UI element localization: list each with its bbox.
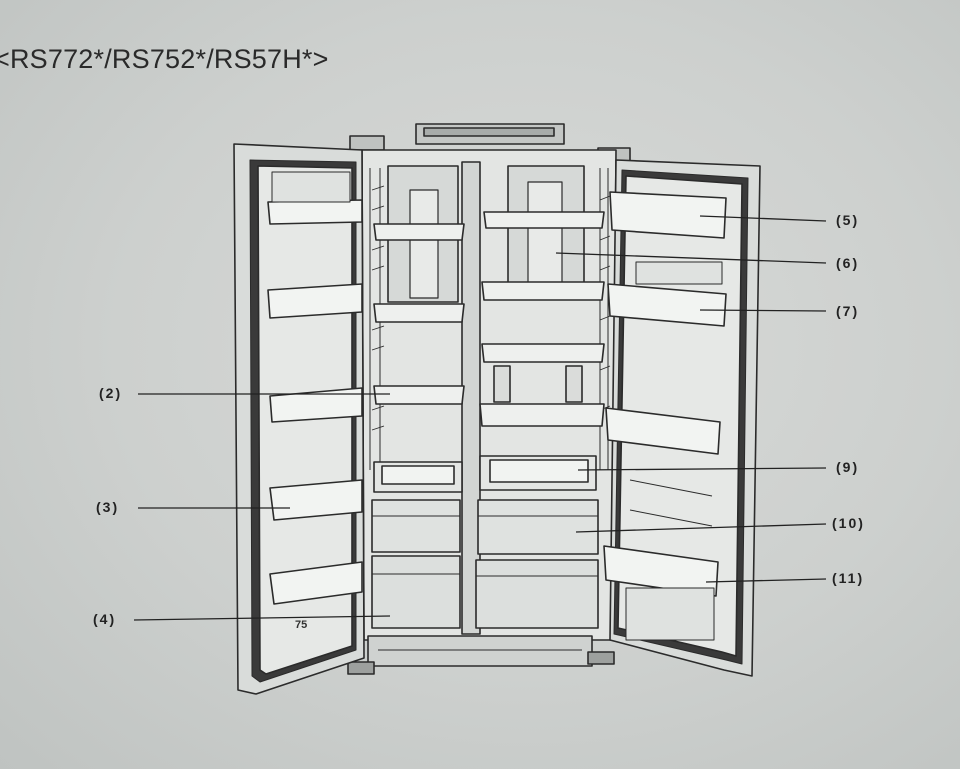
- callout-6: (6): [836, 255, 860, 271]
- left-door: [233, 143, 365, 695]
- callout-5: (5): [836, 212, 860, 228]
- model-title: <RS772*/RS752*/RS57H*>: [0, 44, 329, 74]
- door-marking: 75: [295, 619, 308, 631]
- fridge-shelves: [475, 211, 605, 629]
- leader-lines: [133, 215, 827, 621]
- callout-11: (11): [832, 570, 865, 586]
- callout-4: (4): [93, 611, 117, 627]
- freezer-shelves: [371, 223, 465, 629]
- callout-9: (9): [836, 459, 860, 475]
- callout-3: (3): [96, 499, 120, 515]
- base-grille: [347, 635, 615, 675]
- callout-10: (10): [832, 515, 865, 531]
- callout-7: (7): [836, 303, 860, 319]
- callout-2: (2): [99, 385, 123, 401]
- right-door: [603, 159, 761, 677]
